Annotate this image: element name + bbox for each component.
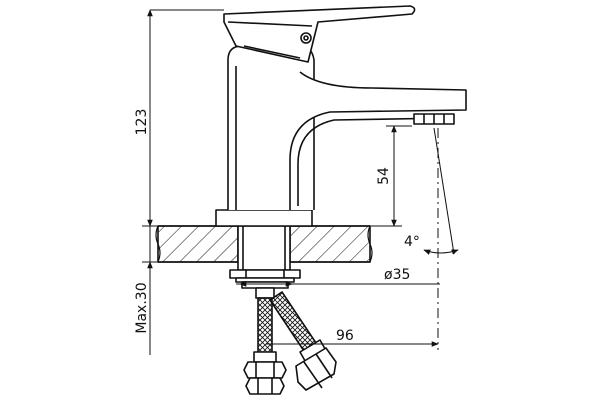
dimension-height-total xyxy=(142,9,224,227)
label-max-thickness: Max.30 xyxy=(134,282,150,333)
dimension-max-thickness xyxy=(142,226,158,355)
base-flange xyxy=(215,209,313,227)
dimension-spout-height xyxy=(370,125,412,227)
spout xyxy=(289,71,467,210)
mounting-shank xyxy=(237,225,291,271)
lever-handle xyxy=(223,5,416,63)
faucet-body xyxy=(227,45,315,210)
flexible-hose-right xyxy=(269,291,337,391)
label-angle: 4° xyxy=(404,234,420,250)
dimension-angle xyxy=(423,127,459,350)
label-spout-height: 54 xyxy=(376,167,392,185)
label-height-total: 123 xyxy=(134,109,150,136)
flexible-hose-left xyxy=(243,297,287,395)
label-spout-reach: 96 xyxy=(336,328,354,344)
label-hole-diameter: ø35 xyxy=(384,267,410,283)
